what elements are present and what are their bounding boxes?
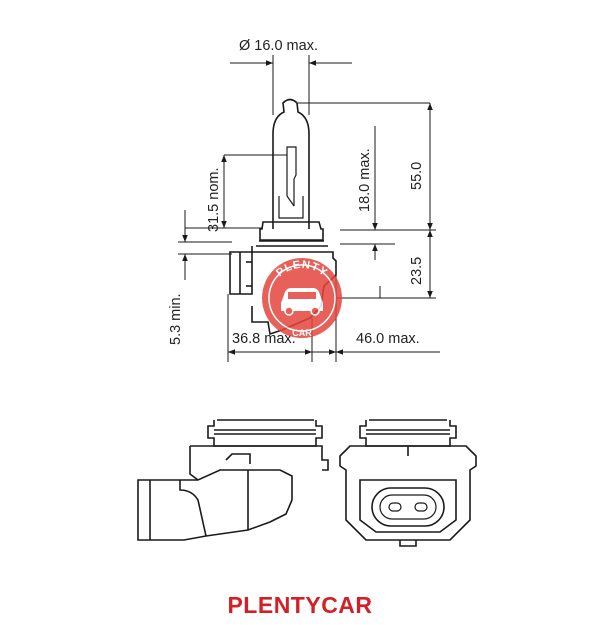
connector-pin-right (414, 502, 428, 512)
dim-base-height: 23.5 (409, 257, 425, 285)
plentycar-watermark-logo: PLENTY CAR (262, 258, 342, 338)
base-side-view (137, 419, 329, 541)
dim-diameter: Ø 16.0 max. (239, 38, 318, 54)
dim-min-offset: 5.3 min. (168, 293, 184, 345)
glass-envelope (272, 98, 310, 229)
brand-name: PLENTYCAR (227, 592, 373, 618)
car-icon (281, 288, 323, 316)
filament (286, 146, 297, 196)
base-body-side (137, 469, 293, 541)
base-front-body (339, 445, 477, 541)
connector (229, 251, 253, 295)
watermark-arc-bottom: CAR (292, 328, 312, 338)
dim-overall-height: 55.0 (409, 162, 425, 190)
dim-base-width: 46.0 max. (356, 331, 420, 347)
dim-connector-width: 36.8 max. (232, 331, 296, 347)
dim-glass-height: 18.0 max. (357, 148, 373, 212)
base-flange (259, 221, 324, 241)
drawing-canvas: Ø 16.0 max. 31.5 nom. 18.0 max. 55.0 23.… (137, 38, 477, 547)
dimension-lines (178, 55, 440, 362)
dim-nominal-height: 31.5 nom. (206, 168, 222, 233)
connector-socket (371, 487, 445, 527)
connector-pin-left (388, 502, 402, 512)
base-front-view (339, 419, 477, 547)
